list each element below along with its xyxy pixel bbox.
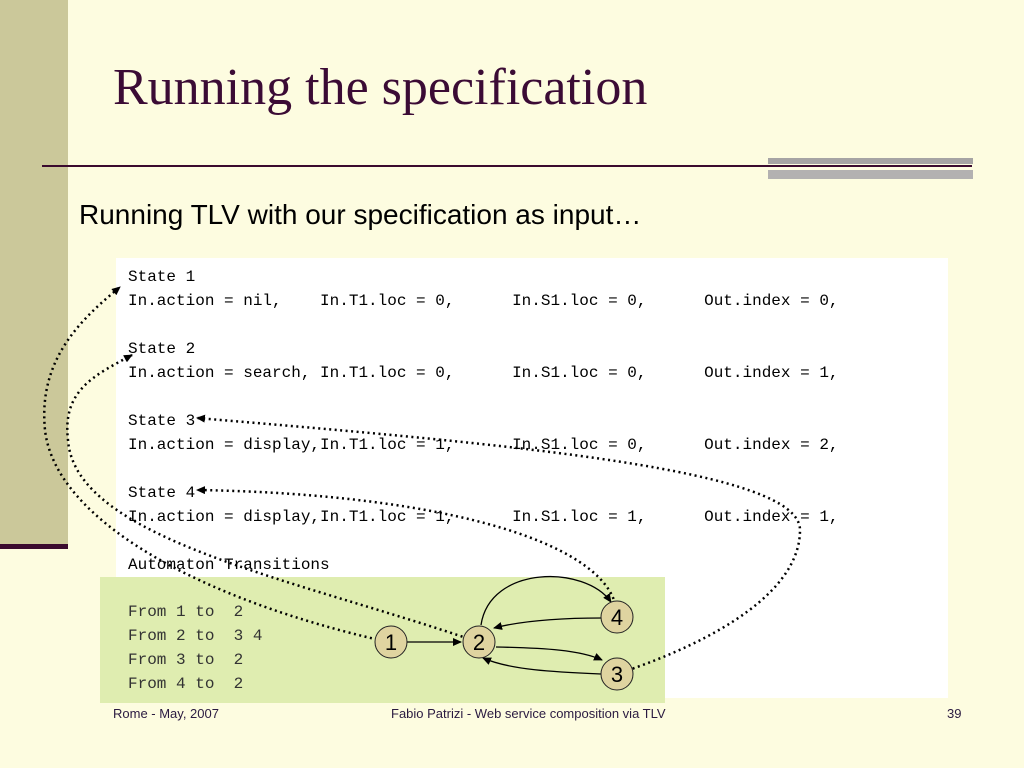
automaton-node-2: 2 <box>462 625 496 659</box>
code-line-state-3: State 3 <box>128 412 196 430</box>
mapping-node-3-to-state-3 <box>196 414 802 676</box>
code-line-state-2-values: In.action = search, In.T1.loc = 0, In.S1… <box>128 364 839 382</box>
mapping-node-4-to-state-4 <box>196 486 619 616</box>
code-line-transition-2: From 2 to 3 4 <box>128 627 263 645</box>
automaton-node-1: 1 <box>374 625 408 659</box>
automaton-node-3: 3 <box>600 657 634 691</box>
left-decor-band <box>0 0 68 546</box>
code-line-state-1-values: In.action = nil, In.T1.loc = 0, In.S1.lo… <box>128 292 839 310</box>
edge-2-to-3 <box>495 646 603 661</box>
code-line-state-1: State 1 <box>128 268 196 286</box>
code-line-transition-1: From 1 to 2 <box>128 603 244 621</box>
slide-title: Running the specification <box>113 59 648 116</box>
node-label-1: 1 <box>385 630 397 655</box>
edge-4-to-2 <box>493 617 603 630</box>
code-line-state-2: State 2 <box>128 340 196 358</box>
code-line-transitions-heading: Automaton Transitions <box>128 556 330 574</box>
node-label-4: 4 <box>611 605 623 630</box>
code-line-state-3-values: In.action = display,In.T1.loc = 1, In.S1… <box>128 436 839 454</box>
code-line-transition-3: From 3 to 2 <box>128 651 244 669</box>
node-label-2: 2 <box>473 630 485 655</box>
footer-page-number: 39 <box>947 706 962 721</box>
edge-3-to-2 <box>482 657 602 675</box>
title-rule-accent-top <box>768 158 973 164</box>
automaton-node-4: 4 <box>600 600 634 634</box>
footer-author-title: Fabio Patrizi - Web service composition … <box>391 706 666 721</box>
slide-subtitle: Running TLV with our specification as in… <box>79 199 642 230</box>
code-line-state-4: State 4 <box>128 484 196 502</box>
mapping-node-2-to-state-2 <box>66 353 479 644</box>
title-rule-accent-bottom <box>768 170 973 179</box>
mapping-node-1-to-state-1 <box>42 286 389 644</box>
left-decor-line <box>0 544 68 549</box>
code-line-transition-4: From 4 to 2 <box>128 675 244 693</box>
title-rule <box>42 165 972 167</box>
edge-2-to-4 <box>480 576 612 626</box>
code-line-state-4-values: In.action = display,In.T1.loc = 1, In.S1… <box>128 508 839 526</box>
node-label-3: 3 <box>611 662 623 687</box>
footer-location-date: Rome - May, 2007 <box>113 706 219 721</box>
